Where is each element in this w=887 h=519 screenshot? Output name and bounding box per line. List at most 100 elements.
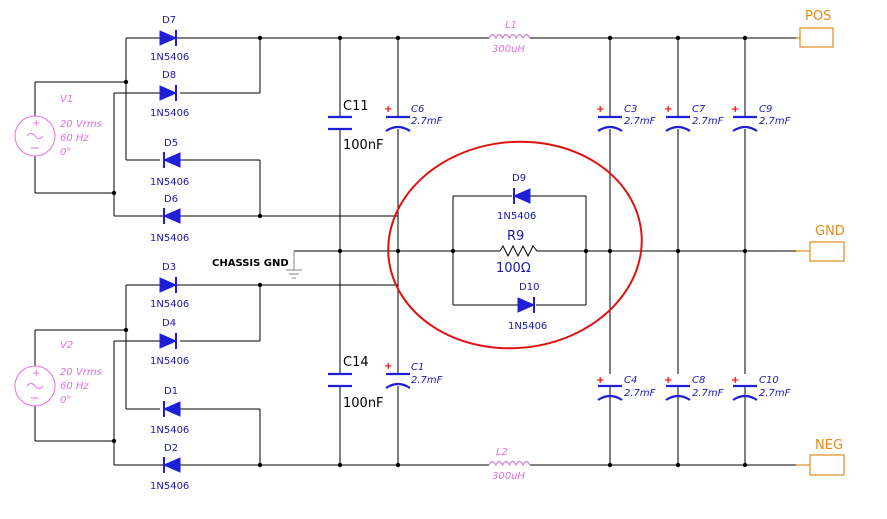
diode-d3-part: 1N5406	[150, 299, 189, 310]
diode-d3: D3 1N5406	[150, 262, 189, 310]
port-pos-label: POS	[805, 9, 831, 24]
capacitor-c6-value: 2.7mF	[411, 116, 443, 127]
inductor-l2: L2 300uH	[488, 447, 531, 482]
capacitor-c9: + C9 2.7mF	[731, 104, 791, 132]
capacitor-c14-value: 100nF	[343, 396, 384, 411]
diode-d10: D10 1N5406	[508, 282, 547, 332]
capacitor-c14: C14 100nF	[328, 355, 384, 411]
svg-text:+: +	[731, 104, 739, 115]
chassis-ground-label: CHASSIS GND	[212, 258, 289, 269]
source-v2-ref: V2	[60, 340, 73, 351]
svg-text:+: +	[731, 375, 739, 386]
capacitor-c6-ref: C6	[411, 104, 424, 115]
capacitor-c8: + C8 2.7mF	[664, 375, 724, 401]
port-gnd: GND	[796, 224, 845, 262]
svg-text:+: +	[596, 104, 604, 115]
svg-text:+: +	[664, 104, 672, 115]
diode-d9: D9 1N5406	[497, 173, 536, 222]
svg-text:+: +	[384, 361, 392, 372]
resistor-r9: R9 100Ω	[496, 229, 540, 276]
resistor-r9-ref: R9	[507, 229, 524, 244]
svg-text:+: +	[32, 118, 40, 129]
capacitor-c9-ref: C9	[759, 104, 772, 115]
diode-d5-ref: D5	[164, 138, 178, 149]
source-v1-freq: 60 Hz	[60, 133, 89, 144]
source-v2-phase: 0°	[60, 395, 71, 406]
svg-text:+: +	[596, 375, 604, 386]
svg-text:+: +	[664, 375, 672, 386]
diode-d2-ref: D2	[164, 443, 178, 454]
diode-d4-ref: D4	[162, 318, 176, 329]
port-pos: POS	[796, 9, 834, 48]
diode-d10-part: 1N5406	[508, 321, 547, 332]
diode-d10-ref: D10	[519, 282, 539, 293]
capacitor-c10-value: 2.7mF	[759, 388, 791, 399]
diode-d4: D4 1N5406	[150, 318, 189, 367]
inductor-l1-ref: L1	[505, 20, 517, 31]
chassis-ground: CHASSIS GND	[212, 251, 302, 279]
source-v2: + V2 20 Vrms 60 Hz 0°	[14, 340, 102, 407]
capacitor-c10-ref: C10	[759, 375, 779, 386]
capacitor-c4: + C4 2.7mF	[596, 375, 656, 401]
wires	[34, 37, 810, 466]
diode-d8-part: 1N5406	[150, 108, 189, 119]
capacitor-c1: + C1 2.7mF	[384, 361, 443, 389]
diode-d7: D7 1N5406	[150, 15, 189, 63]
capacitor-c10: + C10 2.7mF	[731, 375, 791, 401]
diode-d1: D1 1N5406	[150, 386, 189, 436]
port-neg-label: NEG	[815, 438, 843, 453]
capacitor-c8-value: 2.7mF	[692, 388, 724, 399]
svg-text:+: +	[384, 104, 392, 115]
capacitor-c4-value: 2.7mF	[624, 388, 656, 399]
source-v2-freq: 60 Hz	[60, 381, 89, 392]
diode-d6-part: 1N5406	[150, 233, 189, 244]
inductor-l2-value: 300uH	[492, 471, 525, 482]
highlight-circle	[387, 140, 643, 350]
diode-d2-part: 1N5406	[150, 481, 189, 492]
diode-d1-part: 1N5406	[150, 425, 189, 436]
capacitor-c3-ref: C3	[624, 104, 637, 115]
capacitor-c8-ref: C8	[692, 375, 705, 386]
diode-d2: D2 1N5406	[150, 443, 189, 492]
capacitor-c6: + C6 2.7mF	[384, 104, 443, 132]
source-v1-voltage: 20 Vrms	[60, 119, 102, 130]
diode-d7-part: 1N5406	[150, 52, 189, 63]
resistor-r9-value: 100Ω	[496, 261, 531, 276]
diode-d6: D6 1N5406	[150, 194, 189, 244]
diode-d5-part: 1N5406	[150, 177, 189, 188]
capacitor-c9-value: 2.7mF	[759, 116, 791, 127]
inductor-l2-ref: L2	[496, 447, 508, 458]
capacitor-c7-value: 2.7mF	[692, 116, 724, 127]
port-neg: NEG	[796, 438, 845, 476]
source-v1: + V1 20 Vrms 60 Hz 0°	[14, 94, 102, 158]
svg-text:+: +	[32, 368, 40, 379]
capacitor-c1-value: 2.7mF	[411, 375, 443, 386]
diode-d9-part: 1N5406	[497, 211, 536, 222]
capacitor-c4-ref: C4	[624, 375, 637, 386]
capacitor-c11-value: 100nF	[343, 138, 384, 153]
diode-d9-ref: D9	[512, 173, 526, 184]
junction-dots	[111, 35, 748, 468]
diode-d8: D8 1N5406	[150, 70, 189, 119]
diode-d3-ref: D3	[162, 262, 176, 273]
diode-d6-ref: D6	[164, 194, 178, 205]
diode-d1-ref: D1	[164, 386, 178, 397]
source-v1-phase: 0°	[60, 147, 71, 158]
capacitor-c11: C11 100nF	[328, 99, 384, 153]
capacitor-c1-ref: C1	[411, 362, 424, 373]
diode-d8-ref: D8	[162, 70, 176, 81]
diode-d4-part: 1N5406	[150, 356, 189, 367]
port-gnd-label: GND	[815, 224, 845, 239]
capacitor-c14-ref: C14	[343, 355, 369, 370]
capacitor-c7: + C7 2.7mF	[664, 104, 724, 132]
source-v2-voltage: 20 Vrms	[60, 367, 102, 378]
capacitor-c7-ref: C7	[692, 104, 706, 115]
source-v1-ref: V1	[60, 94, 73, 105]
capacitor-c11-ref: C11	[343, 99, 369, 114]
capacitor-c3: + C3 2.7mF	[596, 104, 656, 132]
inductor-l1-value: 300uH	[492, 44, 525, 55]
diode-d5: D5 1N5406	[150, 138, 189, 188]
inductor-l1: L1 300uH	[488, 20, 531, 55]
capacitor-c3-value: 2.7mF	[624, 116, 656, 127]
